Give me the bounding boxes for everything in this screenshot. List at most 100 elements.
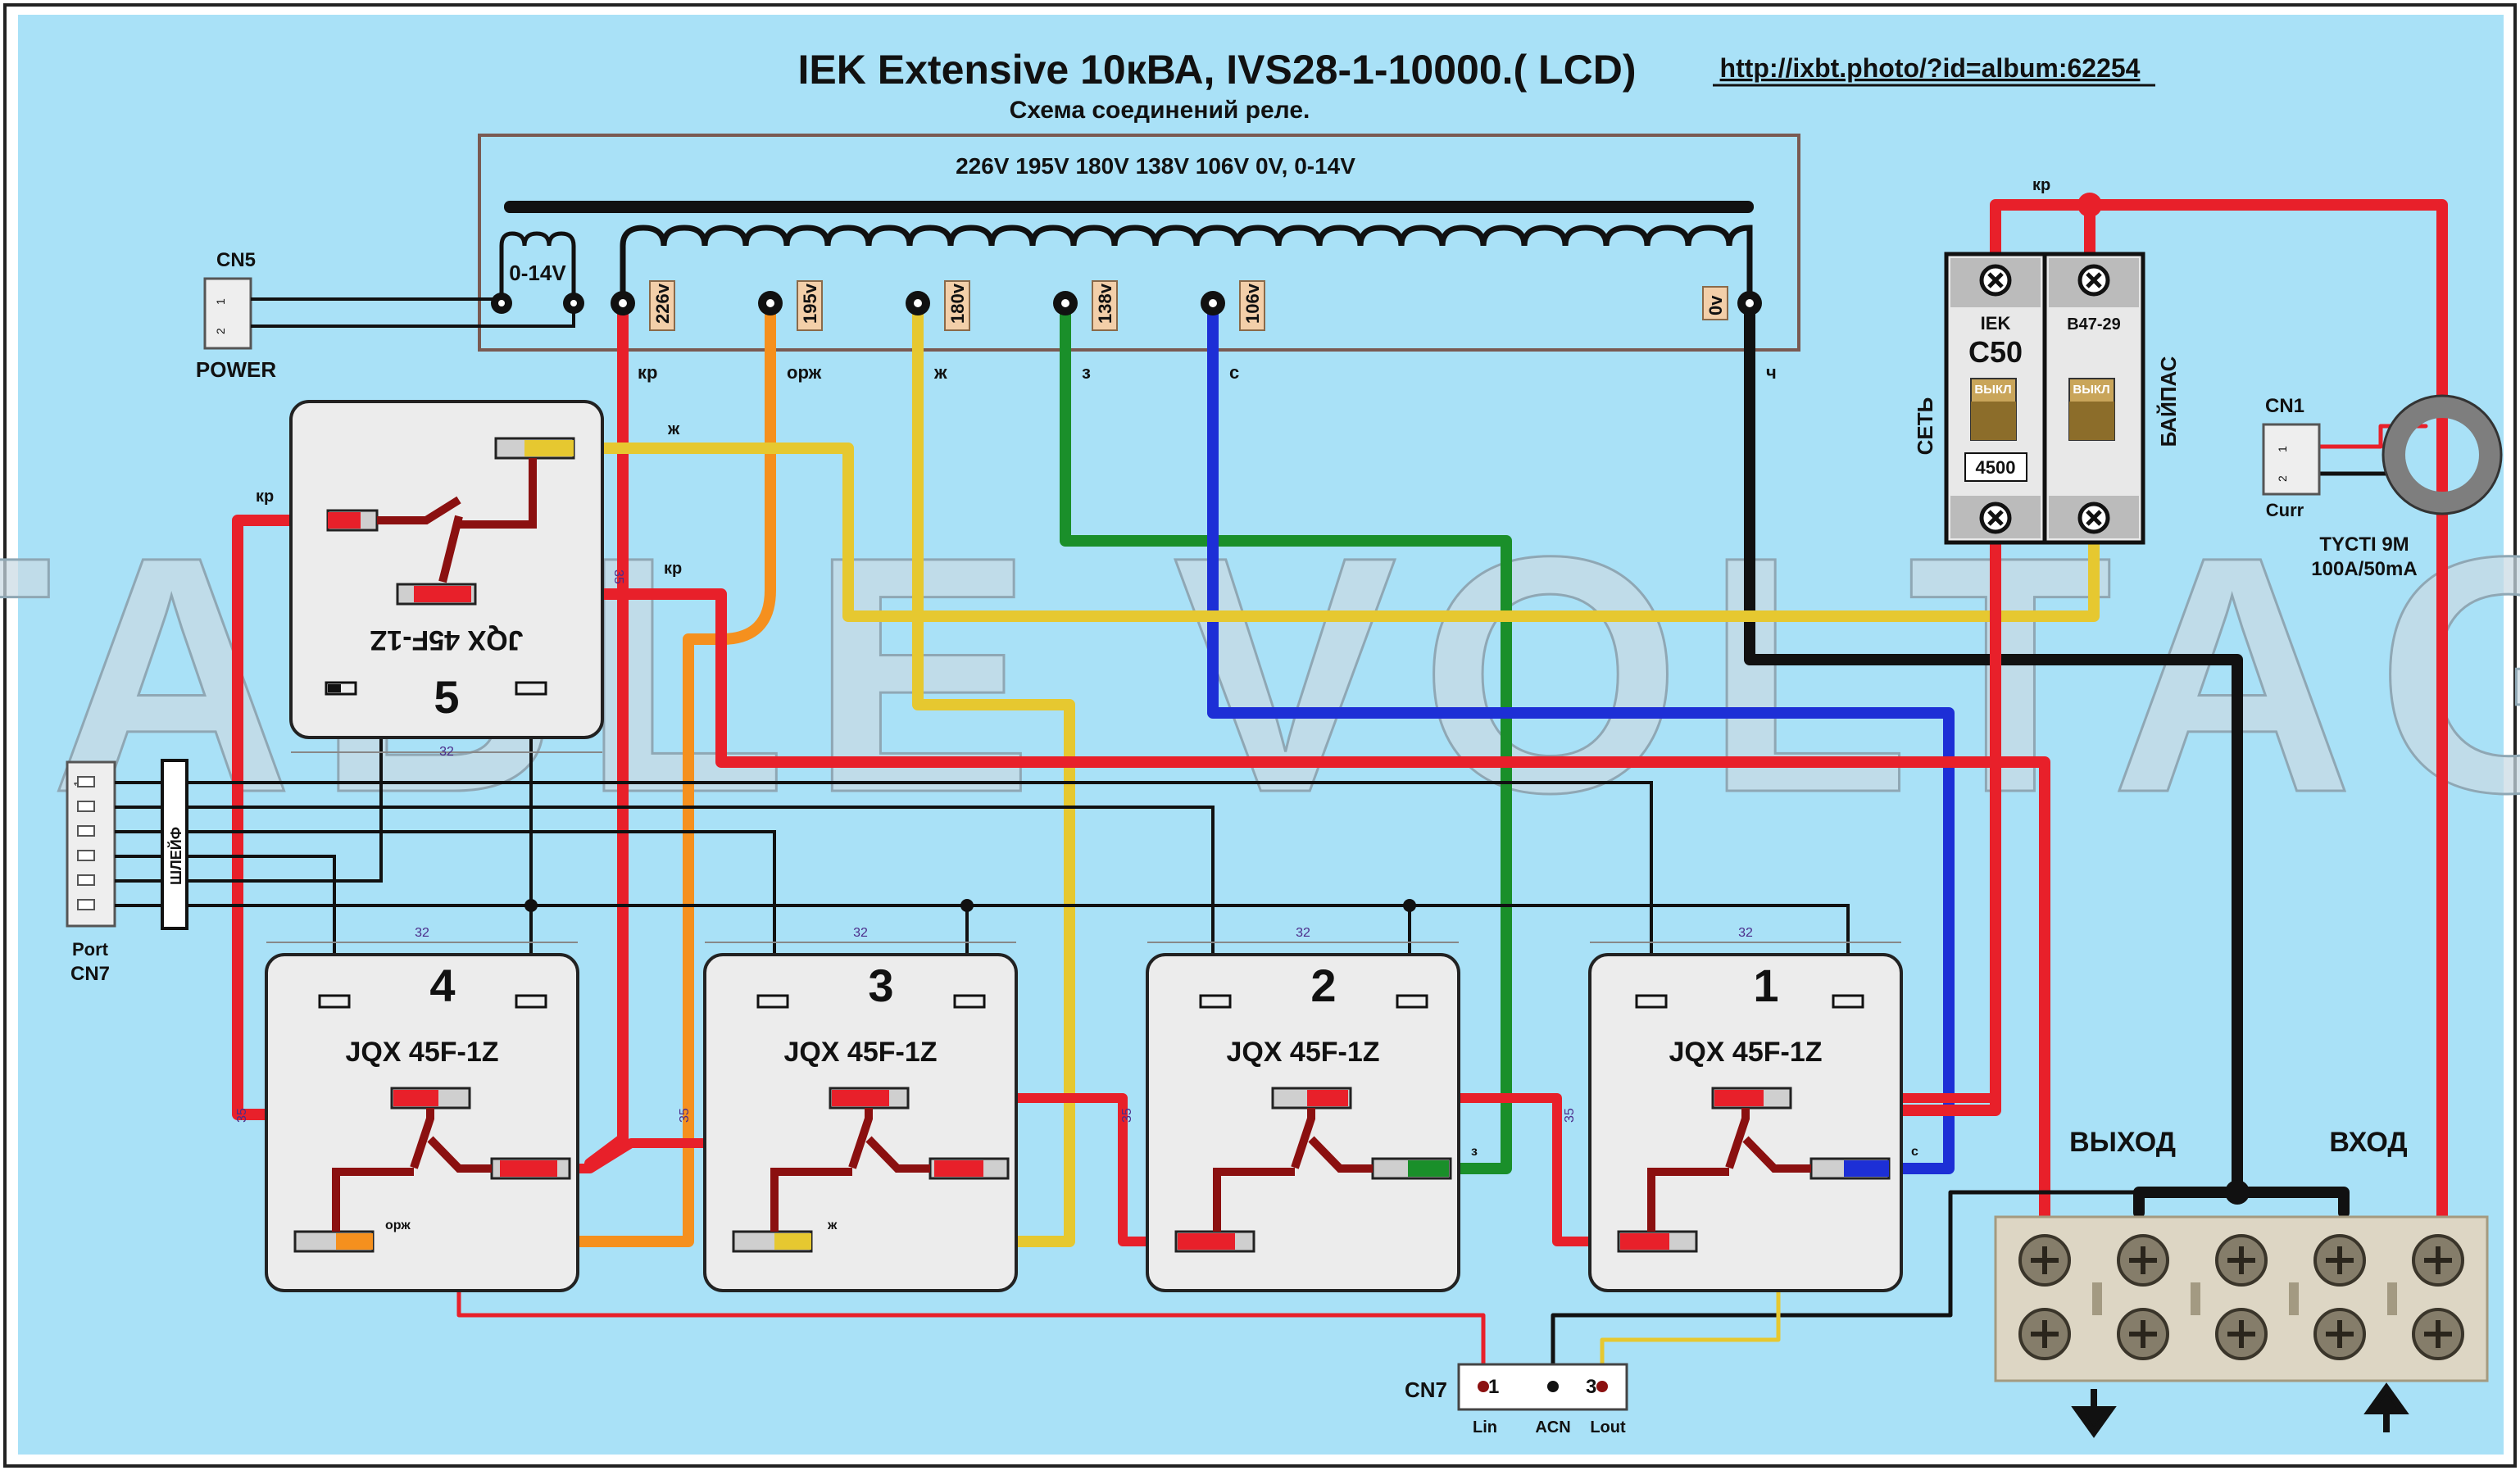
relay-5-number: 5 [434,671,459,723]
relay-5-contact-in-wire [328,512,361,529]
relay-1-switch-arm [1647,1108,1811,1232]
breaker-right-caption: БАЙПАС [2156,356,2181,447]
cn1-connector [2262,423,2321,496]
relay-3-contact-nc-wire [774,1233,811,1250]
port-cn7-pin-1 [77,776,95,787]
relay-2-contact-no-wire [1408,1160,1449,1177]
output-arrow-icon [2071,1389,2117,1438]
control-wire-3 [180,830,776,996]
cn1-pin-1: 1 [2276,446,2289,452]
transformer-box [478,134,1800,352]
wire-red-relay5-com [408,588,2050,1231]
output-bus-junction [2225,1180,2250,1205]
port-cn7-pin-5 [77,874,95,886]
breaker-left-bottom-screw-slot [1987,510,2004,526]
tap-terminal-sec-1-hole [498,300,505,306]
junction-relay3 [960,899,974,912]
tap-terminal-0v-hole [1746,299,1754,307]
port-cn7-pin-3 [77,825,95,837]
album-link[interactable]: http://ixbt.photo/?id=album:62254 [1720,53,2141,83]
cn7-bottom-pin-3: 3 [1586,1376,1596,1398]
cn7-bottom-caption-acn: ACN [1535,1418,1570,1436]
current-sensor-rating: 100A/50mA [2311,558,2417,580]
relay-4-contact-nc-wire [336,1233,373,1250]
cn7-bottom-pin-1-dot [1478,1381,1489,1392]
breaker-left-top-screw-slot [1987,272,2004,288]
relay-3-dim-h: 35 [678,1108,692,1123]
diagram-subtitle: Схема соединений реле. [1010,97,1310,124]
transformer-core [504,201,1754,213]
port-cn7-pin-6 [77,899,95,910]
relay-3-contact-com-wire [832,1090,889,1106]
album-link-text[interactable]: http://ixbt.photo/?id=album:62254 [1720,53,2141,83]
breaker-left-code-box [1964,452,2027,482]
wire-yellow-bypass [519,442,2100,622]
input-arrow-icon [2363,1382,2409,1432]
relay-4-coil-pin-1 [318,994,351,1009]
relay-5-contact-nc-wire [524,440,574,456]
tap-label-0v: 0v [1705,295,1726,315]
terminal-screw-slot-2-2 [2129,1320,2157,1348]
relay-4-wire-label: орж [385,1219,411,1232]
tap-label-box-226v [649,280,675,331]
terminal-block: ВЫХОД ВХОД [1994,1127,2489,1438]
relay-1-wire-label: с [1911,1145,1918,1159]
cn7-bottom-pin-3-dot [1596,1381,1608,1392]
junction-relay4 [524,899,538,912]
cn5-name: CN5 [216,249,256,271]
relay-3-contact-no-wire [934,1160,983,1177]
junction-relay2 [1403,899,1416,912]
tap-label-box-138v [1092,280,1118,331]
relay-2-wire-label: з [1471,1145,1478,1159]
relay-3-number: 3 [868,960,893,1011]
transformer-primary-coil [620,225,1753,299]
tap-label-226v: 226v [652,283,673,324]
cn1-pin-2: 2 [2276,475,2289,482]
cn7-bottom-pin-1: 1 [1488,1376,1499,1398]
terminal-screw-slot-4-2 [2326,1320,2354,1348]
relay-2-contact-nc-wire [1178,1233,1235,1250]
control-wire-1 [180,781,1653,996]
cn1-name: CN1 [2265,395,2304,417]
relay-2-coil-pin-2 [1396,994,1428,1009]
relay-4-contact-no-wire [500,1160,557,1177]
relay-4-dim-w: 32 [415,926,429,940]
breaker-top-wire-label: кр [2032,176,2050,194]
terminal-screw-slot-3-1 [2227,1246,2255,1274]
relay-5-coil-pin-2 [515,681,547,696]
breaker-right-bottom-screw-slot [2086,510,2102,526]
relay-2-dim-h: 35 [1120,1108,1134,1123]
wire-red-input-top [1990,199,2448,1239]
cn7-bottom-caption-lout: Lout [1590,1418,1626,1436]
terminal-screw-slot-2-1 [2129,1246,2157,1274]
relay-4-model: JQX 45F-1Z [345,1037,498,1068]
tap-terminals [491,291,1762,315]
breaker-left-model: C50 [1968,335,2023,369]
relay-1-contact-no-wire [1844,1160,1889,1177]
relay-1-contact-com-wire [1714,1090,1764,1106]
transformer-taps-label: 226V 195V 180V 138V 106V 0V, 0-14V [956,153,1355,179]
wire-letter-0v: ч [1766,362,1777,383]
relay-5-model: JQX 45F-1Z [370,624,523,656]
breaker-right-brand: B47-29 [2067,315,2121,334]
tap-terminal-138v-hole [1061,299,1069,307]
output-label: ВЫХОД [2069,1127,2176,1158]
cn7-bottom: CN7 1 3 Lin ACN Lout [1405,1363,1628,1436]
control-wire-5 [180,692,383,883]
relay-4-switch-arm [332,1108,492,1232]
relay-4-number: 4 [429,960,455,1011]
tap-label-box-0v [1702,286,1728,320]
breaker-left-brand: IEK [1981,313,2011,334]
relay-1-dim-h: 35 [1563,1108,1577,1123]
breaker-left-switch-label: ВЫКЛ [1974,383,2011,397]
relay-3-switch-arm [770,1108,930,1232]
relay-5-wire-com-label: кр [664,560,682,578]
tap-label-box-180v [944,280,970,331]
relay-1-model: JQX 45F-1Z [1669,1037,1822,1068]
relay-2-contact-com-wire [1307,1090,1348,1106]
port-cn7-name: CN7 [70,963,110,985]
relay-4-contact-com-wire [393,1090,438,1106]
tap-label-106v: 106v [1242,283,1263,324]
relay-5-coil-pin-1-fill [328,684,341,692]
tap-label-box-195v [797,280,823,331]
